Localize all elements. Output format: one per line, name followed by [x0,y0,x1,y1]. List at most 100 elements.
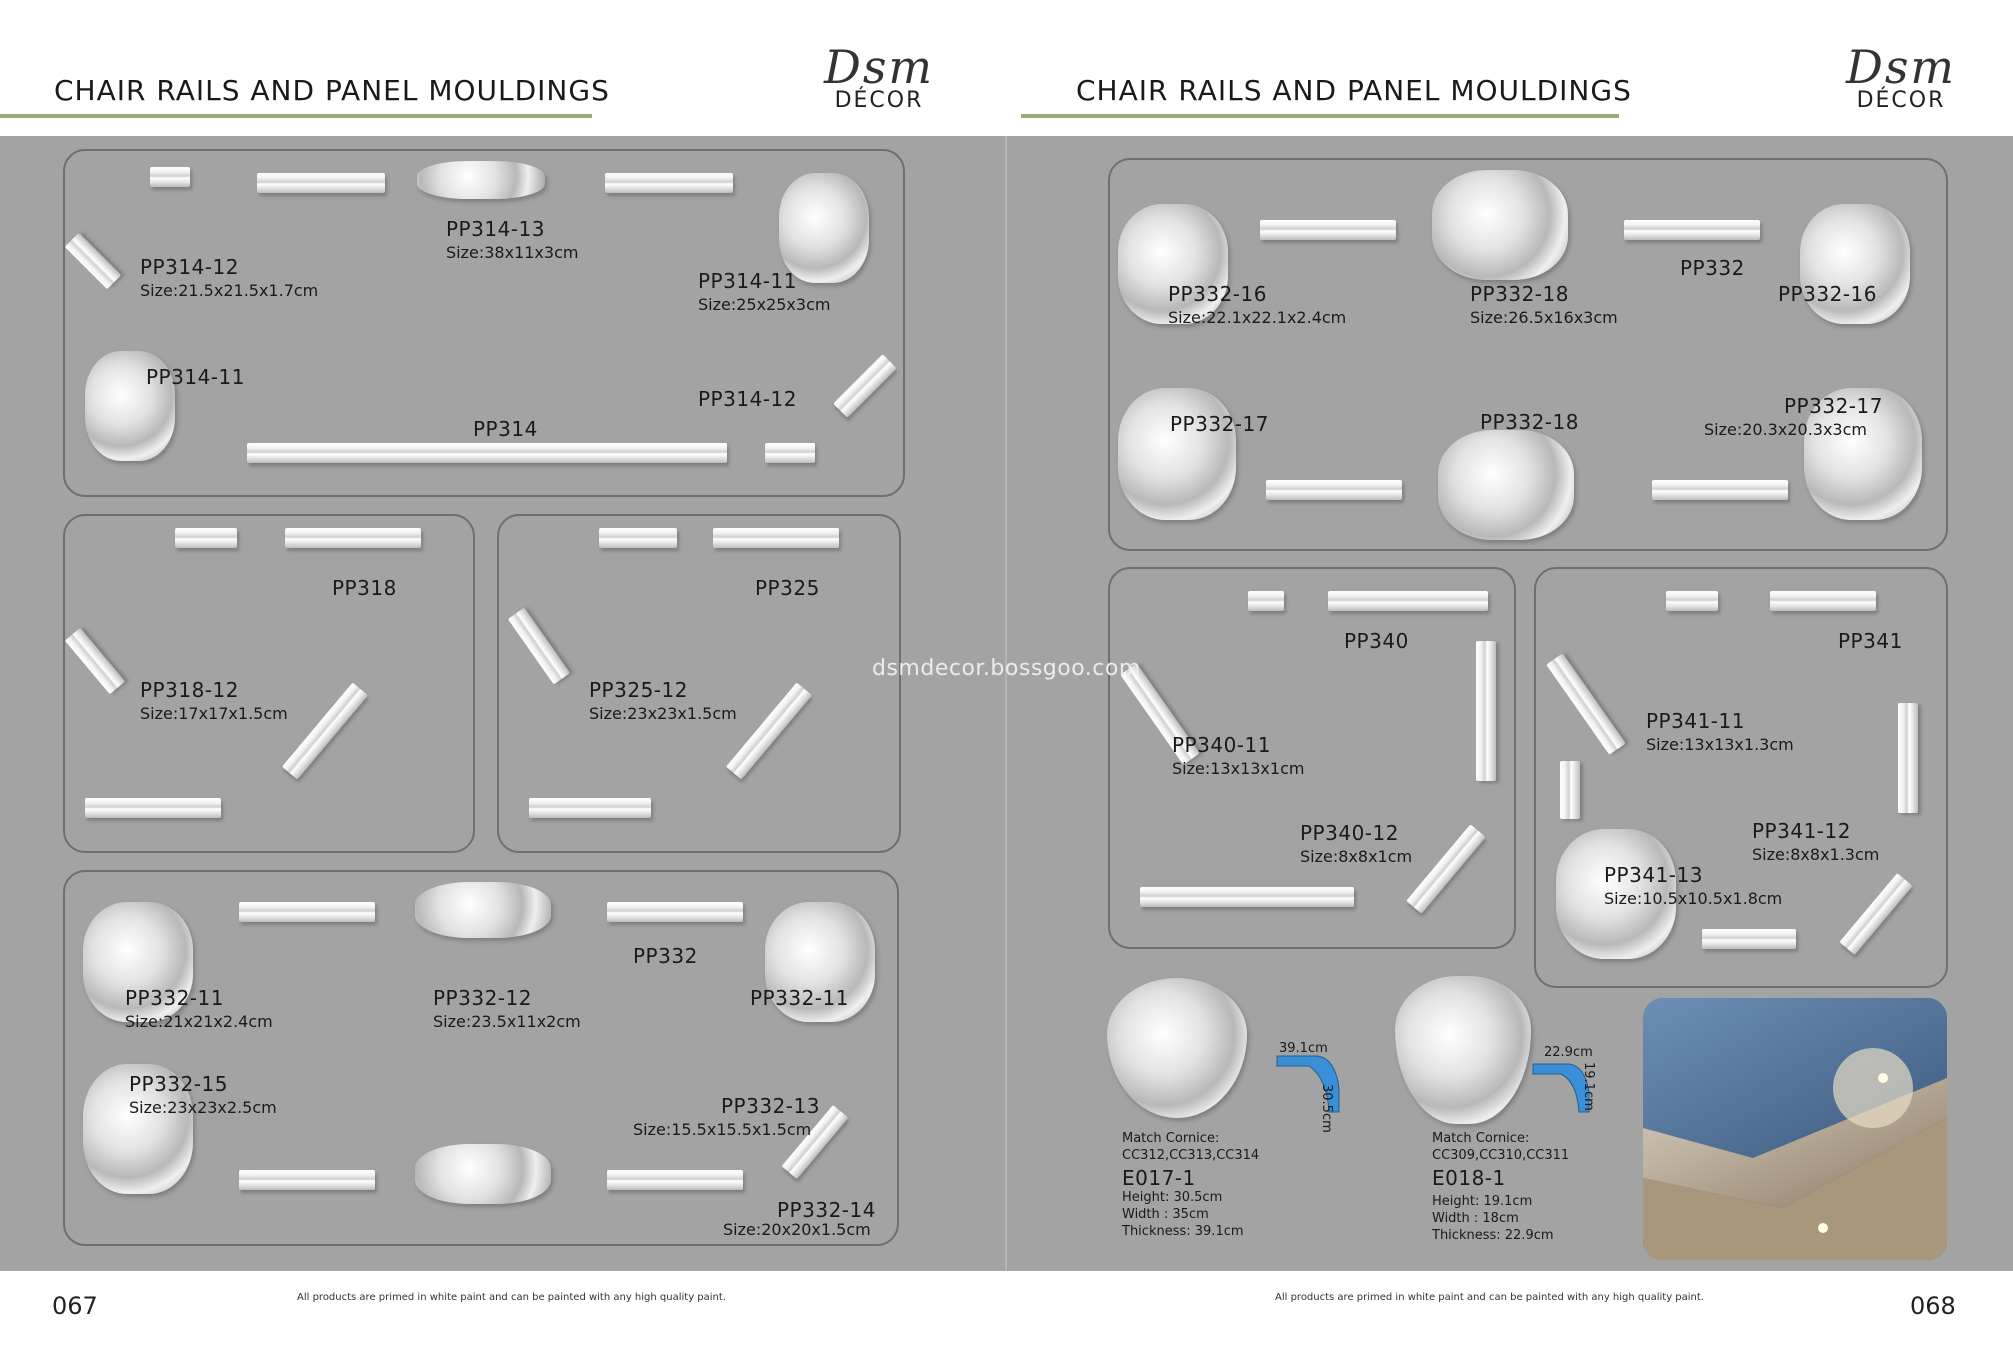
panel-pp332: PP332 PP332-11 Size:21x21x2.4cm PP332-12… [63,870,899,1246]
corner-moulding [1248,591,1284,611]
product-size: Size:23.5x11x2cm [433,1012,581,1031]
match-cornice-label: Match Cornice: [1122,1131,1220,1146]
product-label: PP332-11 [750,986,849,1010]
product-label: PP314-11 [698,269,797,293]
rail-moulding [239,902,375,922]
rail-moulding [1476,641,1496,781]
product-label: PP340-12 [1300,821,1399,845]
product-thickness: Thickness: 39.1cm [1122,1224,1244,1239]
dimension-vertical: 30.5cm [1319,1084,1334,1133]
page-footer [0,1271,1006,1347]
product-size: Size:23x23x2.5cm [129,1098,277,1117]
corner-ornament [83,902,193,1022]
dimension-vertical: 19.1cm [1581,1062,1596,1111]
rail-moulding [1898,703,1918,813]
product-size: Size:26.5x16x3cm [1470,308,1618,327]
corner-ornament [1804,388,1922,520]
cornice-profile-e017 [1276,1055,1340,1113]
rail-moulding [713,528,839,548]
corner-moulding [1839,873,1913,955]
corner-ornament [1800,204,1910,324]
panel-pp314: PP314-12 Size:21.5x21.5x1.7cm PP314-13 S… [63,149,905,497]
product-label: PP332-18 [1480,410,1579,434]
rail-moulding [529,798,651,818]
dimension-horizontal: 39.1cm [1279,1041,1328,1056]
product-size: Size:17x17x1.5cm [140,704,288,723]
installed-ceiling-photo [1643,998,1947,1260]
product-height: Height: 30.5cm [1122,1190,1223,1205]
product-label: PP332 [633,944,698,968]
product-thickness: Thickness: 22.9cm [1432,1228,1554,1243]
panel-pp318: PP318 PP318-12 Size:17x17x1.5cm [63,514,475,853]
corner-moulding [833,354,897,418]
product-label: PP332-17 [1170,412,1269,436]
corner-ornament [1556,829,1676,959]
rail-moulding [605,173,733,193]
match-cornice-codes: CC309,CC310,CC311 [1432,1148,1570,1163]
corner-moulding [64,232,122,290]
centre-ornament [1432,170,1568,280]
product-size: Size:23x23x1.5cm [589,704,737,723]
product-label: PP318 [332,576,397,600]
title-rule [0,114,592,118]
dimension-horizontal: 22.9cm [1544,1045,1593,1060]
product-label: PP332-14 [777,1198,876,1222]
product-label: PP314 [473,417,538,441]
page-number: 067 [52,1292,98,1320]
left-page: CHAIR RAILS AND PANEL MOULDINGS Dsm DÉCO… [0,0,1006,1347]
product-label: PP332-15 [129,1072,228,1096]
product-width: Width : 35cm [1122,1207,1209,1222]
product-label: PP314-12 [140,255,239,279]
title-rule [1021,114,1619,118]
product-label: PP318-12 [140,678,239,702]
corner-moulding [150,167,190,187]
product-label: PP325 [755,576,820,600]
product-size: Size:21x21x2.4cm [125,1012,273,1031]
rail-moulding [1624,220,1760,240]
rail-moulding [1328,591,1488,611]
product-label: PP341-13 [1604,863,1703,887]
panel-pp341: PP341 PP341-11 Size:13x13x1.3cm PP341-12… [1534,567,1948,988]
rail-moulding [247,443,727,463]
product-label: PP325-12 [589,678,688,702]
centre-ornament [415,1144,551,1204]
corner-ornament [779,173,869,283]
corner-ornament [85,351,175,461]
corner-moulding [64,627,126,695]
logo-script: Dsm [1845,40,1957,94]
product-label: PP332-13 [721,1094,820,1118]
corner-moulding [725,682,813,780]
rail-moulding [285,528,421,548]
ceiling-medallion-e018 [1395,976,1531,1124]
corner-moulding [1666,591,1718,611]
product-label: PP332 [1680,256,1745,280]
corner-moulding [1406,824,1486,914]
footer-note: All products are primed in white paint a… [297,1292,726,1303]
rail-moulding [1266,480,1402,500]
logo-script: Dsm [823,40,935,94]
corner-moulding [599,528,677,548]
match-cornice-label: Match Cornice: [1432,1131,1530,1146]
product-label: PP341-12 [1752,819,1851,843]
product-label: PP314-12 [698,387,797,411]
page-title: CHAIR RAILS AND PANEL MOULDINGS [1076,74,1632,107]
centre-ornament [415,882,551,938]
match-cornice-codes: CC312,CC313,CC314 [1122,1148,1260,1163]
rail-moulding [85,798,221,818]
footer-note: All products are primed in white paint a… [1275,1292,1704,1303]
centre-ornament [417,161,545,199]
product-size: Size:15.5x15.5x1.5cm [633,1120,812,1139]
product-label: PP340-11 [1172,733,1271,757]
page-footer [1007,1271,2013,1347]
rail-moulding [1702,929,1796,949]
page-divider [1005,136,1007,1271]
product-size: Size:8x8x1.3cm [1752,845,1880,864]
product-label: PP340 [1344,629,1409,653]
product-size: Size:21.5x21.5x1.7cm [140,281,319,300]
corner-ornament [765,902,875,1022]
product-size: Size:13x13x1cm [1172,759,1305,778]
brand-logo: Dsm DÉCOR [1836,44,1966,113]
ceiling-medallion-e017 [1107,978,1247,1118]
product-label: PP332-11 [125,986,224,1010]
rail-moulding [607,1170,743,1190]
